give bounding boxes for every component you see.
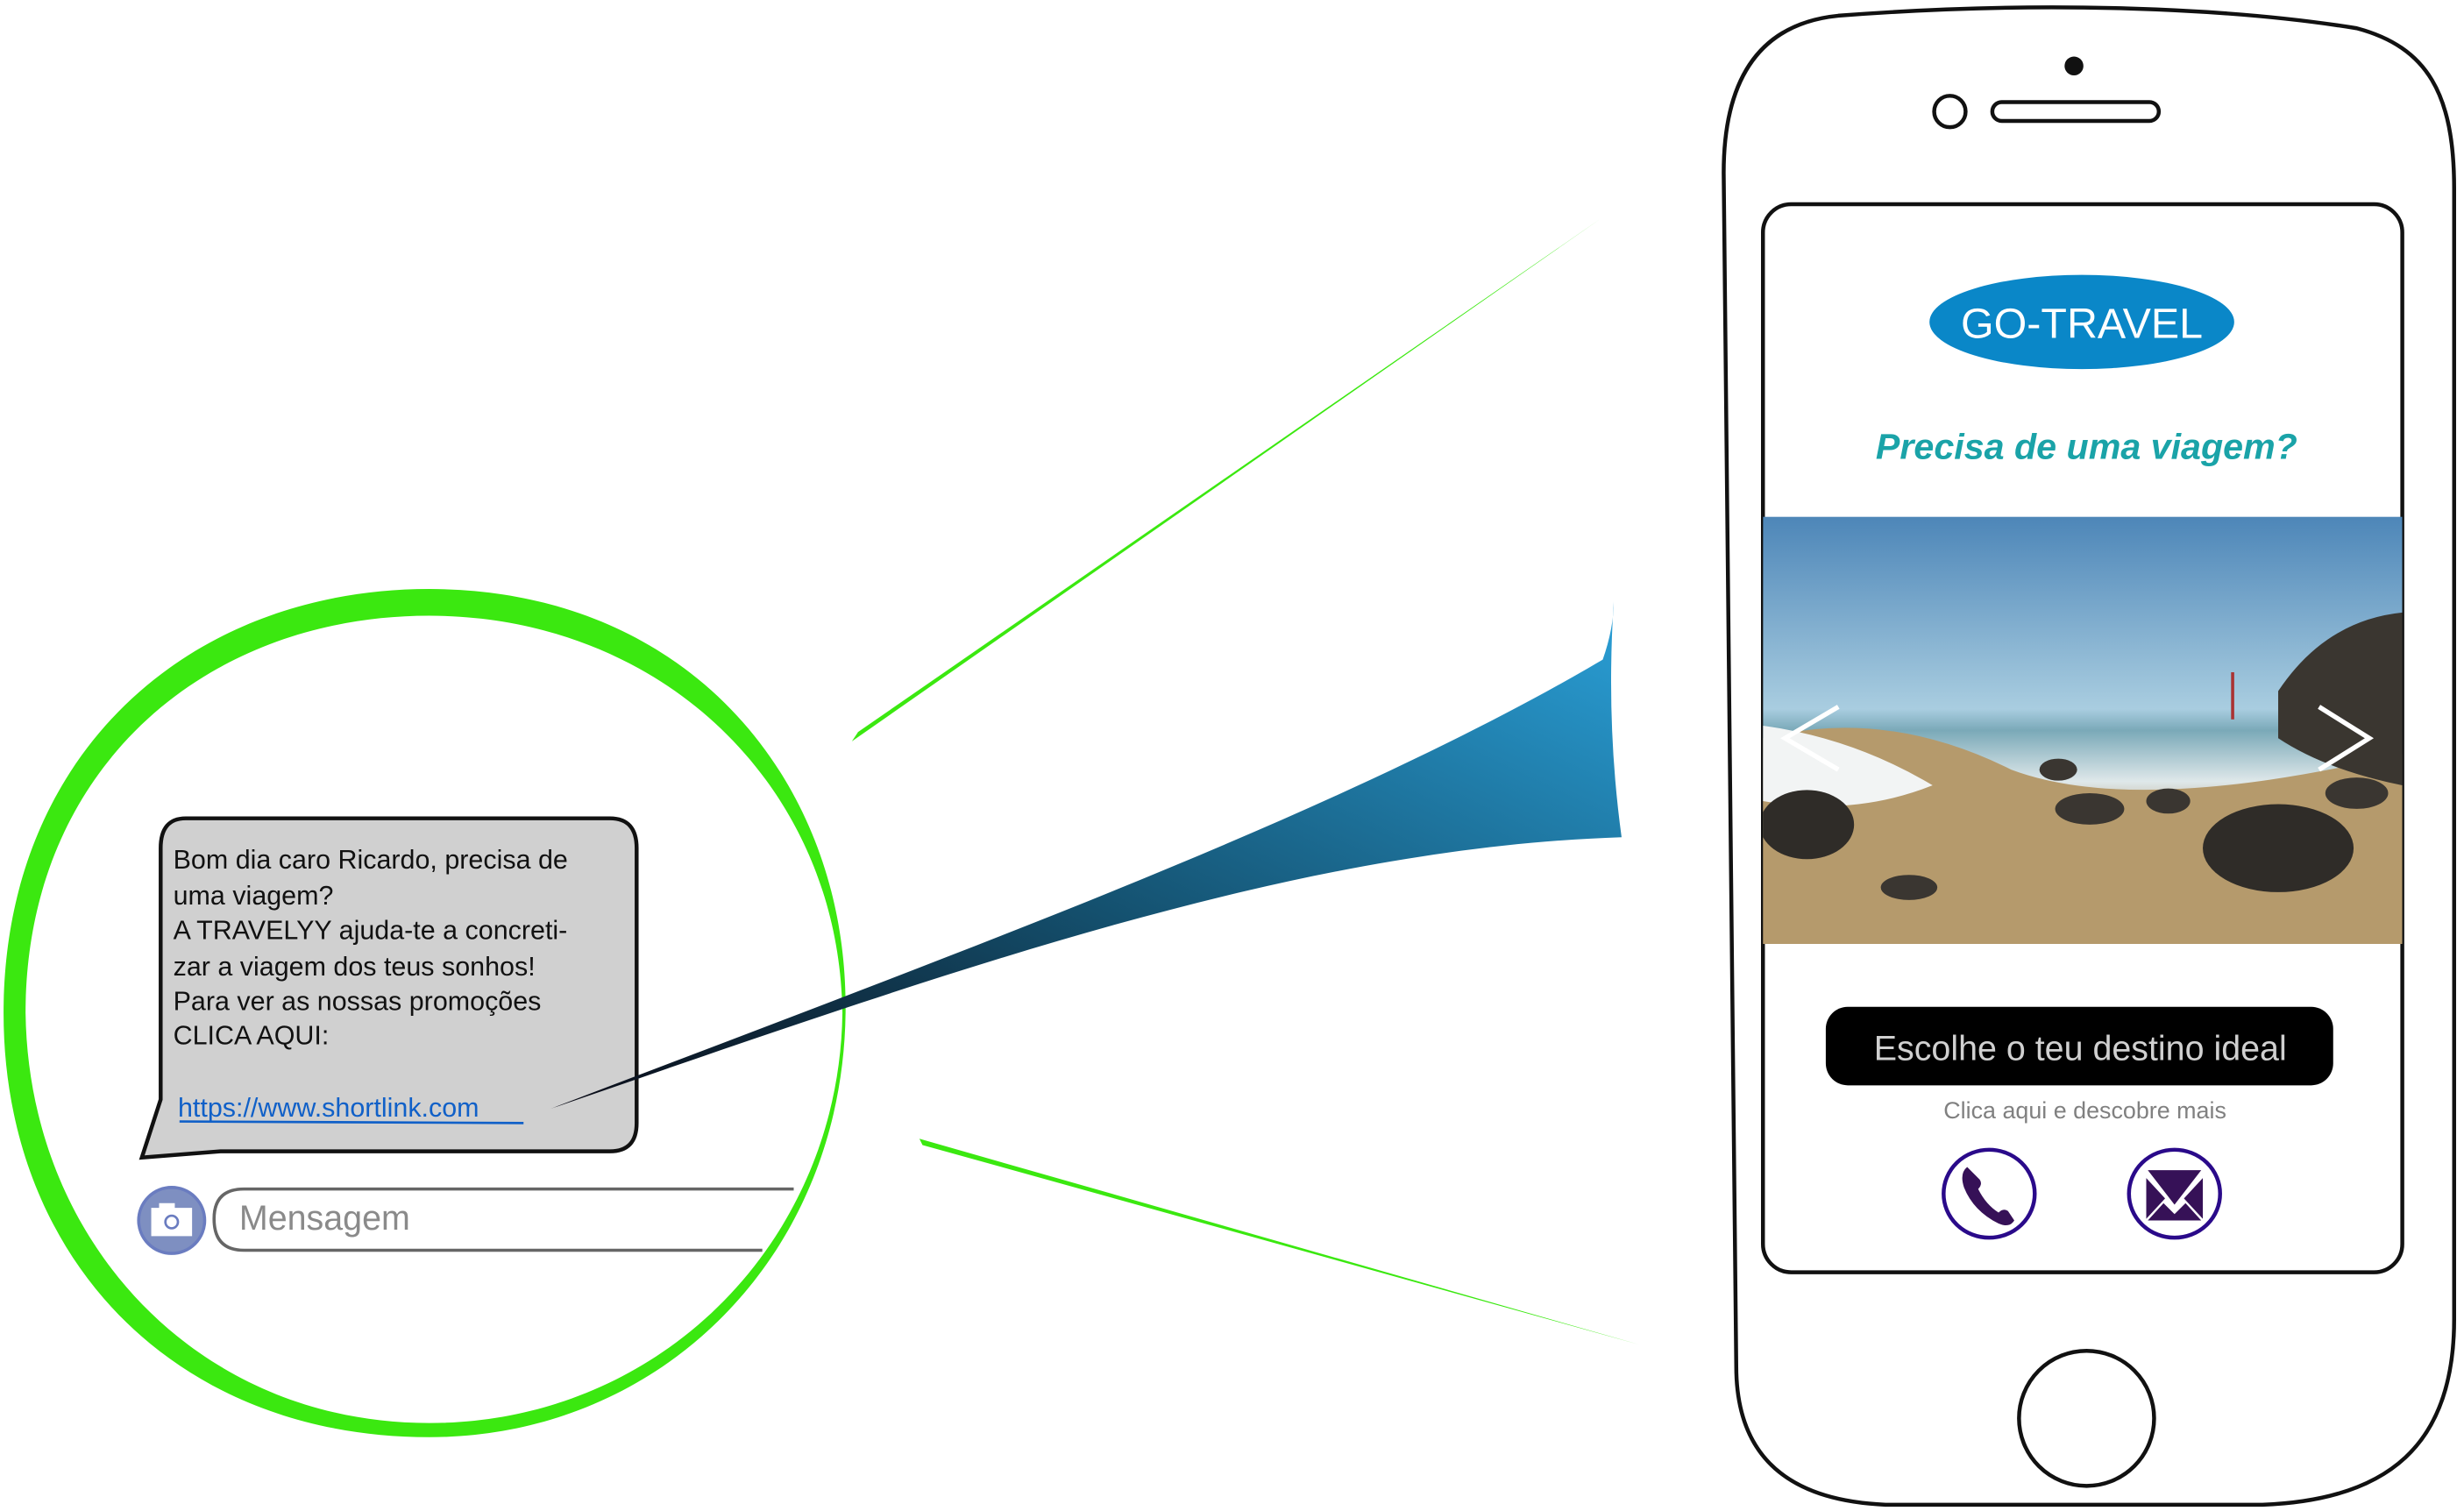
sms-line: A TRAVELYY ajuda-te a concreti- [174, 916, 568, 946]
green-ray-top [851, 218, 1601, 741]
message-placeholder: Mensagem [239, 1199, 410, 1238]
phone-icon [1962, 1167, 2014, 1226]
chevron-left-icon[interactable] [1780, 705, 1840, 772]
email-button[interactable] [2127, 1147, 2222, 1240]
speaker-grille [1990, 100, 2162, 124]
message-input[interactable]: Mensagem [212, 1187, 794, 1252]
blue-wedge [550, 601, 1622, 1110]
front-sensor [2064, 56, 2084, 76]
sms-line: zar a viagem dos teus sonhos! [174, 952, 536, 982]
sms-line: CLICA AQUI: [174, 1021, 330, 1051]
chevron-right-icon[interactable] [2318, 705, 2375, 772]
call-button[interactable] [1942, 1147, 2037, 1240]
sms-line: uma viagem? [174, 881, 334, 911]
cta-subtext: Clica aqui e descobre mais [1943, 1097, 2226, 1124]
sms-bubble: Bom dia caro Ricardo, precisa de uma via… [138, 816, 639, 1160]
landing-logo[interactable]: GO-TRAVEL [1929, 274, 2234, 370]
sms-line: Bom dia caro Ricardo, precisa de [174, 845, 568, 875]
sms-link[interactable]: https://www.shortlink.com [178, 1093, 479, 1123]
camera-icon [151, 1202, 193, 1237]
cta-label: Escolhe o teu destino ideal [1874, 1030, 2287, 1068]
choose-destination-button[interactable]: Escolhe o teu destino ideal [1825, 1006, 2333, 1086]
mail-icon [2146, 1170, 2204, 1221]
landing-headline: Precisa de uma viagem? [1876, 426, 2297, 466]
green-ray-bottom [919, 1139, 1639, 1345]
front-camera [1932, 94, 1968, 130]
camera-button[interactable] [137, 1186, 207, 1255]
home-button[interactable] [2017, 1348, 2156, 1488]
beach-photo-carousel[interactable] [1760, 516, 2403, 945]
sms-line: Para ver as nossas promoções [174, 986, 542, 1016]
logo-text: GO-TRAVEL [1961, 300, 2203, 347]
